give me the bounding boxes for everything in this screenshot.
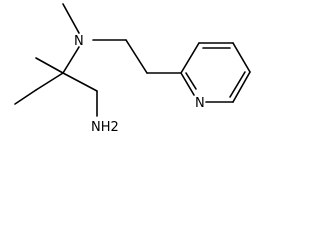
ring-bond-c5-c6 <box>232 71 251 103</box>
pyridine-nitrogen-label: N <box>195 96 205 111</box>
tertiary-nitrogen-label: N <box>74 34 84 49</box>
ring-bond-c4-c5 <box>232 42 251 73</box>
ring-bond-n-c2-inner <box>185 72 197 90</box>
ring-bond-n-c2 <box>180 72 195 96</box>
molecule-diagram: NH2 N N <box>14 3 251 135</box>
ring-bond-c5-c6-inner <box>229 71 246 98</box>
bond-ethylene <box>125 39 148 74</box>
ring-bond-c2-c3 <box>180 42 200 74</box>
bond-quaternary-methyl <box>35 57 64 74</box>
bond-quaternary-to-ch2 <box>62 72 98 92</box>
amine-label: NH2 <box>91 120 119 135</box>
bond-ethyl-to-quaternary <box>35 72 64 91</box>
bond-ethyl-terminal <box>14 89 37 105</box>
bond-quaternary-to-n <box>62 46 80 74</box>
bond-n-methyl <box>62 3 80 34</box>
